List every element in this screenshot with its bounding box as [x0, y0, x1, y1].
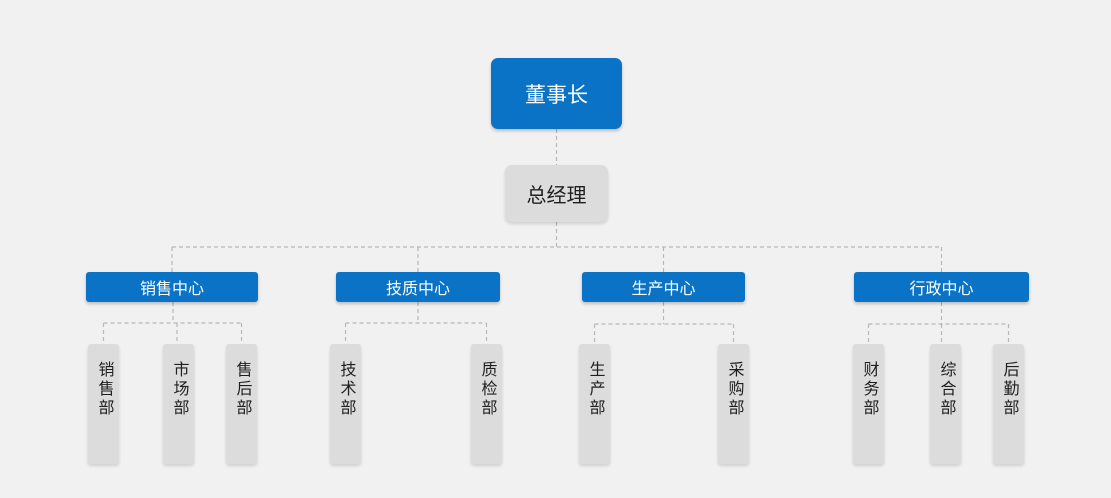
org-node-tech-quality-center-label: 技质中心 [385, 281, 450, 298]
org-node-admin-center[interactable]: 行政中心 [854, 272, 1029, 302]
connector-prod-depts [593, 302, 735, 344]
org-node-technology-dept-label: 技术部 [337, 361, 355, 418]
org-node-sales-dept-label: 销售部 [95, 361, 113, 418]
org-node-logistics-dept[interactable]: 后勤部 [993, 344, 1024, 464]
org-node-purchasing-dept-label: 采购部 [725, 361, 743, 418]
org-node-sales-dept[interactable]: 销售部 [88, 344, 119, 464]
org-node-chairman-label: 董事长 [525, 83, 588, 107]
connector-gm-centers [171, 222, 943, 272]
org-node-production-dept-label: 生产部 [586, 361, 604, 418]
org-node-finance-dept[interactable]: 财务部 [853, 344, 884, 464]
org-node-tech-quality-center[interactable]: 技质中心 [336, 272, 500, 302]
org-node-sales-center[interactable]: 销售中心 [86, 272, 258, 302]
org-node-finance-dept-label: 财务部 [860, 361, 878, 418]
org-node-technology-dept[interactable]: 技术部 [330, 344, 361, 464]
org-node-market-dept[interactable]: 市场部 [163, 344, 194, 464]
org-node-market-dept-label: 市场部 [170, 361, 188, 418]
org-node-logistics-dept-label: 后勤部 [1000, 361, 1018, 418]
connector-sales-depts [102, 302, 243, 344]
org-node-aftersales-dept[interactable]: 售后部 [226, 344, 257, 464]
org-node-production-center-label: 生产中心 [631, 281, 696, 298]
org-node-production-dept[interactable]: 生产部 [579, 344, 610, 464]
org-node-purchasing-dept[interactable]: 采购部 [718, 344, 749, 464]
org-node-general-affairs-dept[interactable]: 综合部 [930, 344, 961, 464]
org-node-quality-inspection-dept[interactable]: 质检部 [471, 344, 502, 464]
org-node-aftersales-dept-label: 售后部 [233, 361, 251, 418]
connector-admin-depts [867, 302, 1010, 344]
org-node-production-center[interactable]: 生产中心 [582, 272, 745, 302]
org-node-sales-center-label: 销售中心 [139, 281, 204, 298]
org-node-general-manager[interactable]: 总经理 [505, 165, 608, 222]
org-node-quality-inspection-dept-label: 质检部 [478, 361, 496, 418]
connector-techq-depts [344, 302, 488, 344]
org-node-general-affairs-dept-label: 综合部 [937, 361, 955, 418]
org-node-chairman[interactable]: 董事长 [491, 58, 622, 129]
org-node-admin-center-label: 行政中心 [909, 281, 974, 298]
org-node-general-manager-label: 总经理 [526, 185, 587, 207]
